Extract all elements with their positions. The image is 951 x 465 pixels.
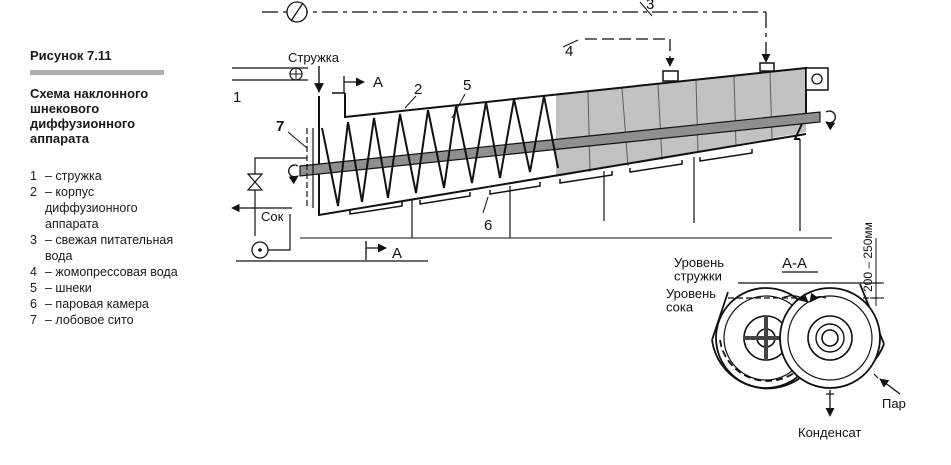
figure-label: Рисунок 7.11 bbox=[30, 48, 112, 63]
legend-item: 3 – свежая питательная вода bbox=[30, 232, 220, 264]
label-fresh-water: 3 bbox=[646, 0, 654, 13]
legend-text: – паровая камера bbox=[45, 297, 149, 311]
legend-number: 1 bbox=[30, 169, 37, 183]
legend-item: 1 – стружка bbox=[30, 168, 220, 184]
figure-title: Схема наклонного шнекового диффузионного… bbox=[30, 86, 149, 146]
condensate-outlet bbox=[825, 390, 835, 417]
label-section-a-bottom: A bbox=[392, 245, 402, 262]
steam-chamber bbox=[349, 149, 753, 215]
label-steam: Пар bbox=[882, 396, 906, 411]
right-screw-section bbox=[779, 287, 881, 389]
legend-text: – свежая питательная вода bbox=[45, 233, 174, 263]
legend-number: 5 bbox=[30, 281, 37, 295]
label-screws: 5 bbox=[463, 77, 471, 94]
label-juice-out: Сок bbox=[261, 209, 284, 224]
label-front-sieve: 7 bbox=[276, 118, 284, 135]
legend-text: – шнеки bbox=[45, 281, 92, 295]
fresh-water-line bbox=[262, 1, 771, 63]
legend-item: 6 – паровая камера bbox=[30, 296, 220, 312]
label-condensate: Конденсат bbox=[798, 425, 861, 440]
label-section-a-top: A bbox=[373, 74, 383, 91]
chips-zone bbox=[556, 68, 806, 177]
legend-number: 3 bbox=[30, 233, 37, 247]
screw-spiral bbox=[321, 95, 559, 207]
legend-text: – жомопрессовая вода bbox=[45, 265, 178, 279]
rotation-arrow-icon bbox=[809, 292, 827, 303]
rotation-arrow-icon bbox=[288, 164, 299, 185]
front-sieve bbox=[306, 128, 314, 208]
section-mark-top bbox=[343, 76, 365, 93]
chips-zone-flights bbox=[587, 71, 773, 173]
legend-item: 5 – шнеки bbox=[30, 280, 220, 296]
label-chips: 1 bbox=[233, 89, 241, 106]
support-legs bbox=[411, 139, 801, 238]
legend-item: 2 – корпус диффузионного аппарата bbox=[30, 184, 220, 232]
fresh-water-nozzle bbox=[759, 62, 775, 72]
chips-feed-line bbox=[232, 66, 324, 93]
section-mark-bottom bbox=[365, 241, 387, 260]
legend-text: – лобовое сито bbox=[45, 313, 134, 327]
dimension-marker bbox=[870, 238, 884, 306]
label-chips-in: Стружка bbox=[288, 50, 340, 65]
legend-item: 7 – лобовое сито bbox=[30, 312, 220, 328]
apparatus-body bbox=[318, 62, 829, 217]
press-water-line bbox=[585, 38, 675, 67]
legend-number: 2 bbox=[30, 185, 37, 199]
press-water-nozzle bbox=[662, 70, 679, 82]
figure-label-underline bbox=[30, 70, 164, 75]
rotation-arrow-icon bbox=[781, 293, 809, 303]
pump-icon bbox=[251, 241, 269, 259]
screw-shaft bbox=[299, 111, 821, 177]
figure-caption: Рисунок 7.11 Схема наклонного шнекового … bbox=[30, 48, 220, 328]
section-title: A-A bbox=[782, 255, 807, 272]
legend-number: 7 bbox=[30, 313, 37, 327]
label-steam-chamber: 6 bbox=[484, 217, 492, 234]
juice-circuit bbox=[231, 157, 307, 251]
label-press-water: 4 bbox=[565, 43, 573, 60]
legend-list: 1 – стружка 2 – корпус диффузионного аппар… bbox=[30, 168, 220, 328]
label-body: 2 bbox=[414, 81, 422, 98]
steam-inlet bbox=[873, 373, 901, 395]
legend-item: 4 – жомопрессовая вода bbox=[30, 264, 220, 280]
legend-number: 4 bbox=[30, 265, 37, 279]
label-dimension: 200 – 250мм bbox=[861, 222, 875, 292]
valve-icon bbox=[246, 173, 264, 191]
legend-number: 6 bbox=[30, 297, 37, 311]
legend-text: – стружка bbox=[45, 169, 102, 183]
rotation-arrow-icon bbox=[825, 110, 836, 131]
legend-text: – корпус диффузионного аппарата bbox=[45, 185, 138, 231]
